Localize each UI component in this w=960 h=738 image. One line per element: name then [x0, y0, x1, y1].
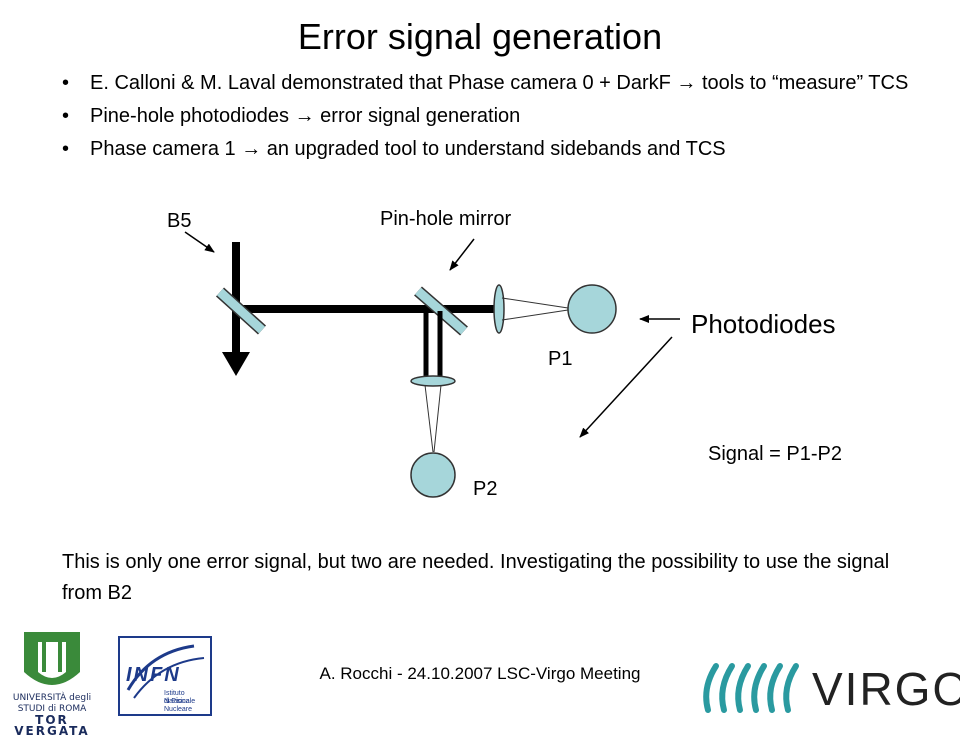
bullet-marker: • [62, 138, 70, 160]
page-title: Error signal generation [297, 16, 663, 57]
arrow-photodiodes-p2 [579, 336, 673, 438]
label-p1: P1 [548, 348, 573, 370]
label-pinhole-mirror: Pin-hole mirror [380, 208, 512, 230]
optical-diagram [184, 231, 680, 498]
ray-p1-bottom [501, 309, 569, 321]
beam-down-arrow [222, 352, 250, 376]
mirror-b5-fill [216, 288, 266, 334]
label-photodiodes: Photodiodes [691, 309, 836, 339]
virgo-wave-icon [703, 663, 799, 713]
university-logo: UNIVERSITÀ degli STUDI di ROMA TOR VERGA… [2, 628, 102, 737]
virgo-name: VIRGO [812, 663, 960, 715]
virgo-logo: VIRGO [700, 660, 960, 716]
ray-p1-top [501, 297, 569, 309]
label-signal: Signal = P1-P2 [708, 443, 842, 465]
label-p2: P2 [473, 478, 498, 500]
bullet-text: Phase camera 1 → an upgraded tool to und… [90, 138, 726, 160]
bullet-list: • E. Calloni & M. Laval demonstrated that… [62, 72, 922, 171]
bullet-text: Pine-hole photodiodes → error signal gen… [90, 105, 521, 127]
university-emblem-icon [24, 632, 80, 685]
infn-subtitle-2: di Fisica Nucleare [164, 698, 193, 713]
lens-p2 [410, 375, 456, 387]
bullet-marker: • [62, 72, 70, 94]
footer-text: A. Rocchi - 24.10.2007 LSC-Virgo Meeting [319, 664, 641, 683]
bullet-text: E. Calloni & M. Laval demonstrated that … [90, 72, 909, 94]
lens-p1 [493, 284, 505, 334]
arrow-b5 [184, 231, 215, 253]
infn-subtitle-1: Istituto Nazionale [164, 690, 196, 705]
infn-name: INFN [126, 664, 181, 686]
infn-emblem-icon [126, 644, 205, 699]
photodiode-p1 [567, 284, 617, 334]
bullet-marker: • [62, 105, 70, 127]
infn-logo: INFN Istituto Nazionale di Fisica Nuclea… [118, 636, 212, 716]
note-text: This is only one error signal, but two a… [62, 551, 890, 604]
university-name-line2: TOR VERGATA [14, 713, 90, 738]
bullet-item: • Phase camera 1 → an upgraded tool to un… [62, 138, 922, 161]
ray-p2-right [433, 384, 442, 453]
photodiode-p2 [410, 452, 456, 498]
university-name-line1: UNIVERSITÀ degli STUDI di ROMA [12, 693, 92, 714]
arrow-pinhole [449, 238, 475, 271]
bullet-item: • E. Calloni & M. Laval demonstrated that… [62, 72, 922, 95]
ray-p2-left [424, 384, 434, 453]
label-b5: B5 [167, 210, 192, 232]
bullet-item: • Pine-hole photodiodes → error signal ge… [62, 105, 922, 128]
